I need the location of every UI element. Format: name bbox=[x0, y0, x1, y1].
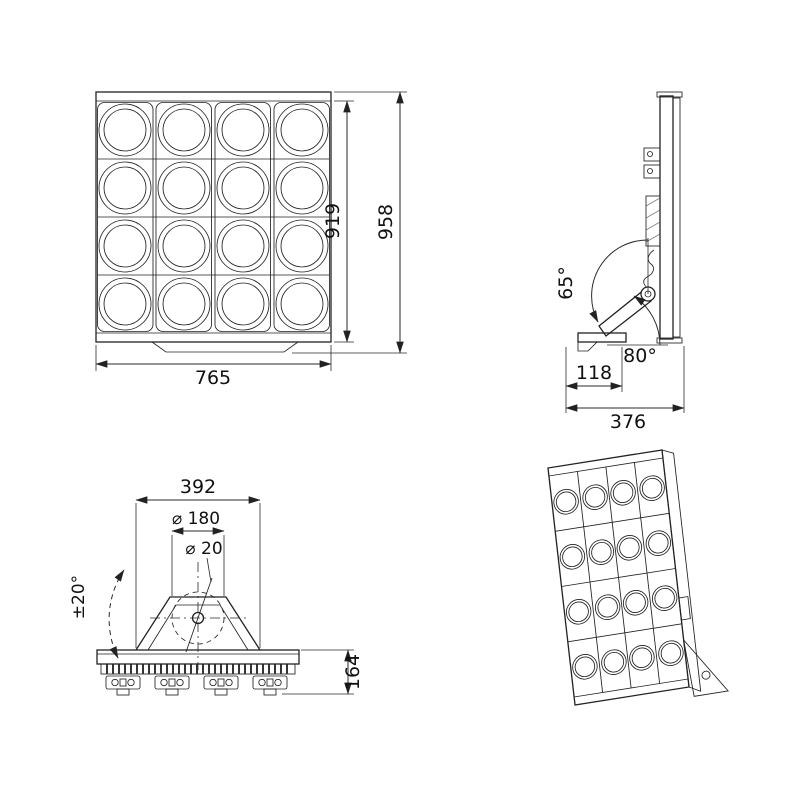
angle-arc-65 bbox=[589, 239, 649, 323]
perspective-foot-bracket bbox=[682, 638, 730, 697]
lamp-cell bbox=[216, 103, 270, 157]
dim-label-offset: 118 bbox=[576, 362, 612, 384]
lamp-cell bbox=[216, 161, 270, 215]
front-bottom-bracket bbox=[150, 341, 300, 353]
lamp-cell bbox=[98, 161, 152, 215]
plan-connector bbox=[154, 675, 190, 690]
dim-label-dia-large: ⌀ 180 bbox=[172, 509, 220, 529]
angle-label-tilt: ±20° bbox=[69, 575, 89, 619]
front-view bbox=[95, 91, 332, 353]
dim-label-height-inner: 919 bbox=[322, 203, 344, 239]
slot-indicator bbox=[185, 577, 213, 653]
plan-dimensions: 392 ⌀ 180 ⌀ 20 164 bbox=[135, 476, 364, 695]
side-connector-blocks bbox=[643, 147, 661, 179]
dim-label-depth: 376 bbox=[610, 411, 646, 433]
lamp-cell bbox=[216, 219, 270, 273]
lamp-cell bbox=[98, 277, 152, 331]
plan-view: ±20° bbox=[69, 562, 300, 696]
lamp-cell bbox=[275, 161, 329, 215]
lamp-cell bbox=[157, 161, 211, 215]
front-module-columns bbox=[97, 102, 330, 332]
plan-body bbox=[96, 649, 300, 696]
side-driver-box bbox=[645, 195, 661, 247]
side-lens-edge bbox=[672, 97, 681, 338]
dim-label-height-outer: 958 bbox=[375, 204, 397, 240]
perspective-view bbox=[547, 449, 730, 706]
perspective-pivot-block bbox=[678, 596, 691, 621]
lamp-cell bbox=[98, 219, 152, 273]
side-base-foot bbox=[577, 341, 599, 352]
perspective-side-face bbox=[661, 449, 702, 692]
lamp-cell bbox=[275, 103, 329, 157]
plan-connector bbox=[252, 675, 288, 690]
angle-arc-80 bbox=[633, 295, 661, 346]
perspective-lamp-grid bbox=[553, 475, 684, 680]
lamp-cell bbox=[157, 277, 211, 331]
lamp-cell bbox=[275, 277, 329, 331]
dim-label-width: 765 bbox=[195, 367, 231, 389]
plan-yoke-bracket bbox=[135, 562, 261, 670]
side-cable bbox=[643, 249, 655, 289]
dim-label-body-height: 164 bbox=[342, 654, 364, 690]
plan-connector bbox=[105, 675, 141, 690]
lamp-cell bbox=[275, 219, 329, 273]
side-base-plate bbox=[577, 332, 627, 343]
tilt-arc bbox=[108, 569, 125, 659]
lamp-cell bbox=[98, 103, 152, 157]
plan-connector bbox=[203, 675, 239, 690]
side-body bbox=[659, 95, 674, 340]
lamp-cell bbox=[216, 277, 270, 331]
side-view: 65° 80° bbox=[555, 91, 683, 367]
angle-label-80: 80° bbox=[623, 345, 657, 367]
front-dimensions: 919 958 765 bbox=[95, 91, 407, 389]
lamp-cell bbox=[157, 103, 211, 157]
lamp-cell bbox=[157, 219, 211, 273]
dim-label-bracket-width: 392 bbox=[180, 476, 216, 498]
dim-label-dia-small: ⌀ 20 bbox=[185, 539, 222, 559]
front-lamp-grid bbox=[98, 103, 329, 331]
side-dimensions: 118 376 bbox=[565, 346, 685, 433]
angle-label-65: 65° bbox=[555, 266, 577, 300]
